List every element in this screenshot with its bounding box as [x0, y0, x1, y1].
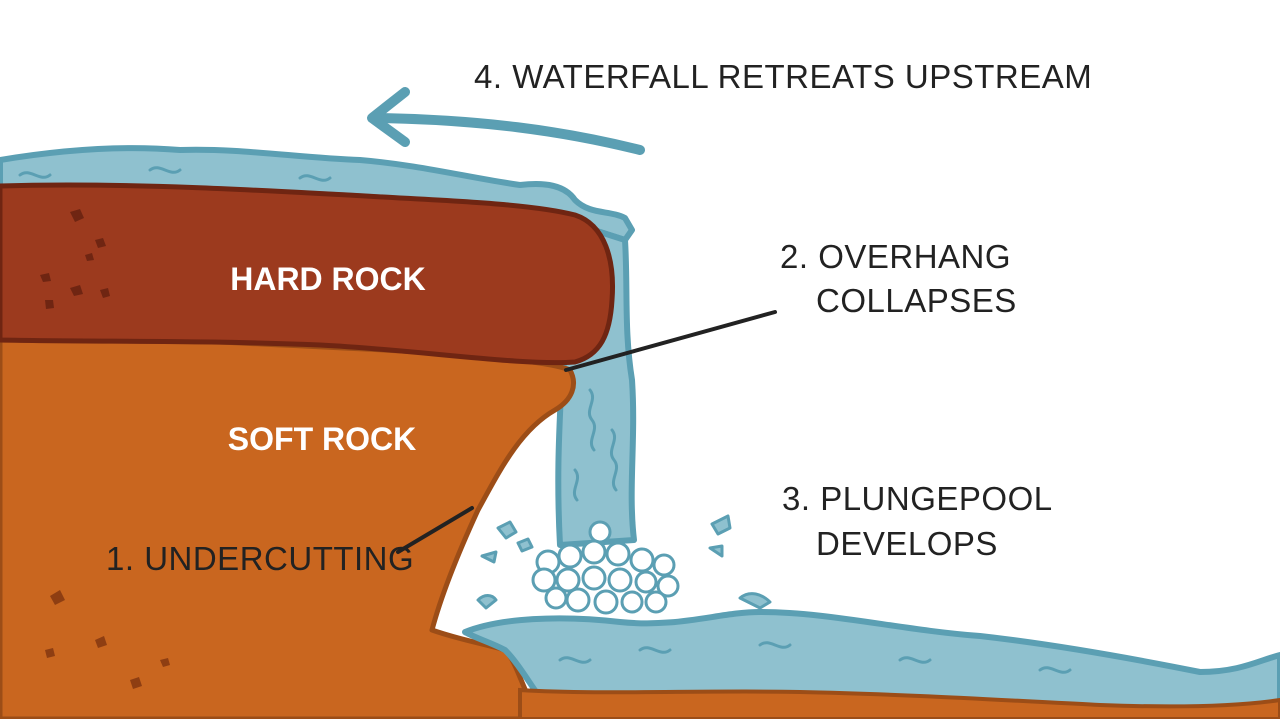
soft-rock-label: SOFT ROCK [228, 421, 416, 457]
water-texture [18, 166, 1072, 674]
hard-rock-label: HARD ROCK [230, 261, 426, 297]
step2-label-line2: COLLAPSES [816, 282, 1017, 319]
hard-rock-layer [0, 182, 615, 366]
step4-label: 4. WATERFALL RETREATS UPSTREAM [474, 58, 1092, 95]
leader-line-overhang [564, 310, 777, 372]
step1-label: 1. UNDERCUTTING [106, 540, 414, 577]
riverbed-rock [518, 687, 1280, 719]
foam-bubbles [531, 520, 680, 615]
step3-label-line1: 3. PLUNGEPOOL [782, 480, 1053, 517]
leader-line-undercutting [396, 506, 474, 554]
soft-rock-layer [0, 327, 576, 719]
step3-label-line2: DEVELOPS [816, 525, 998, 562]
leader-lines [396, 310, 777, 554]
arrow-left-icon [367, 87, 645, 155]
soft-rock-texture [45, 590, 170, 689]
splash-droplets [476, 514, 772, 610]
step2-label-line1: 2. OVERHANG [780, 238, 1011, 275]
hard-rock-texture [40, 209, 110, 309]
